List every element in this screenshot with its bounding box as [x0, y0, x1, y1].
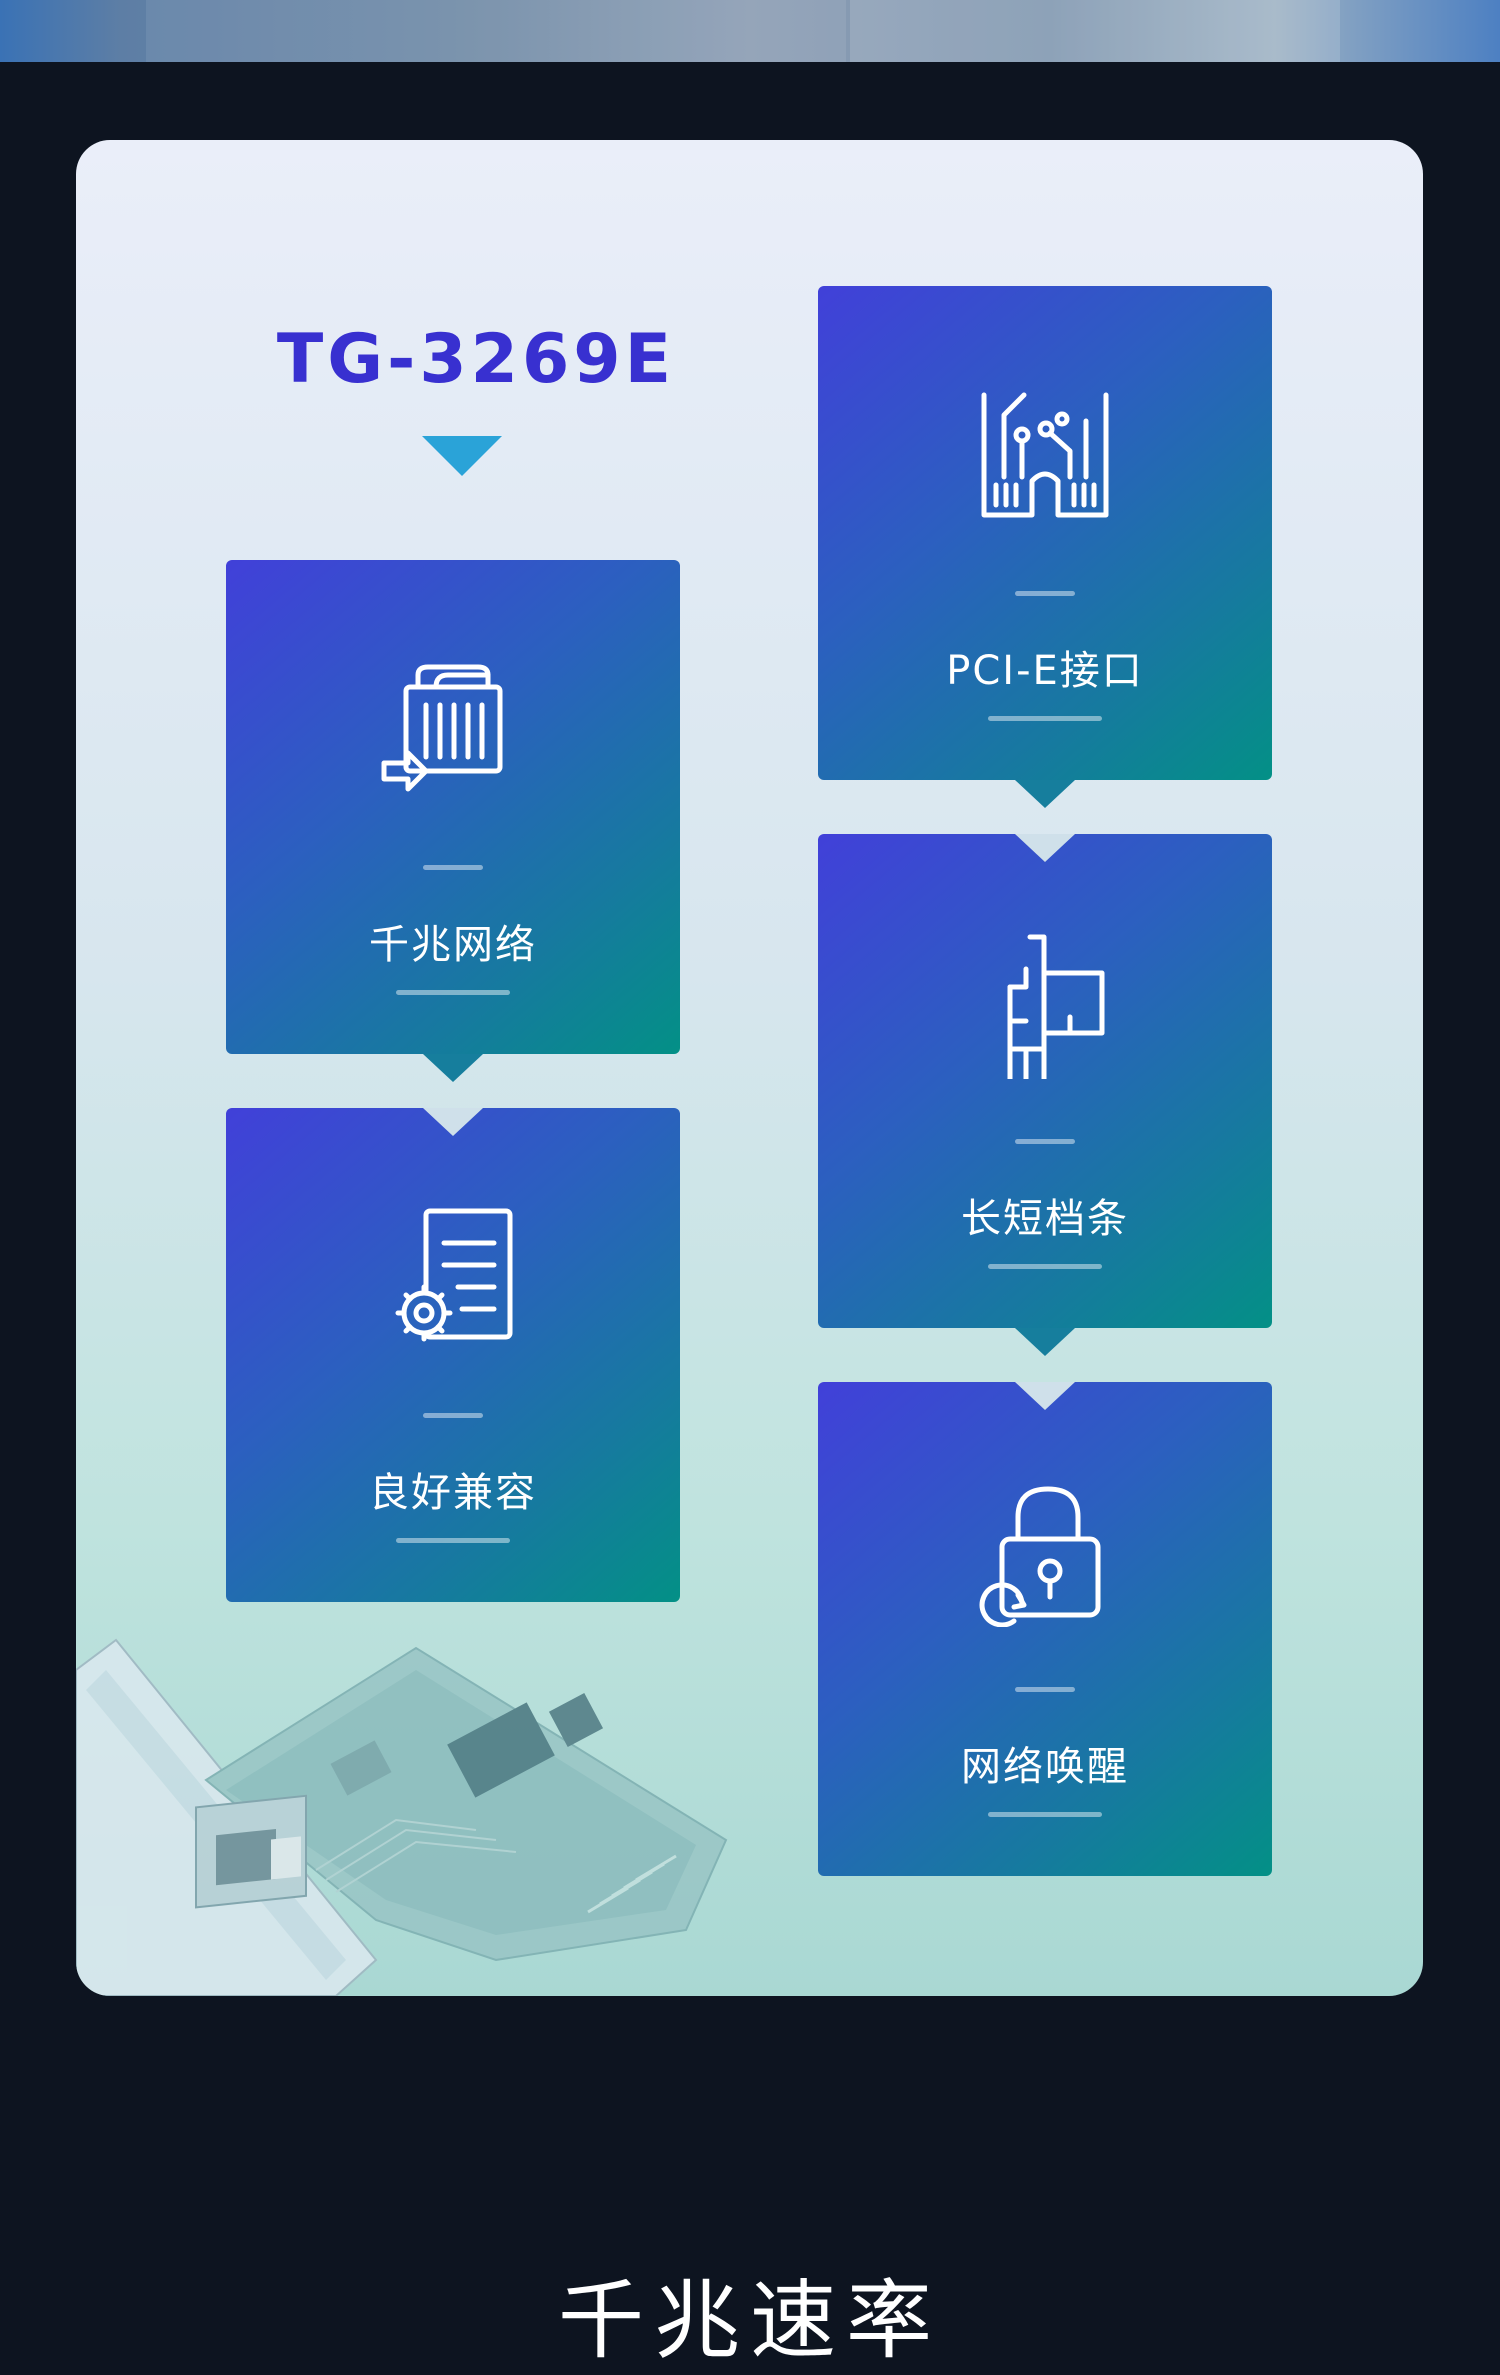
tile-underline — [988, 716, 1102, 721]
model-name: TG-3269E — [276, 320, 676, 399]
feature-label: PCI-E接口 — [946, 648, 1144, 694]
chevron-down-icon — [422, 436, 502, 476]
tile-pointer — [1015, 780, 1075, 808]
feature-label: 良好兼容 — [369, 1470, 537, 1516]
feature-tile-gigabit: 千兆网络 — [226, 560, 680, 1082]
document-gear-icon — [395, 1208, 513, 1342]
tile-pointer — [423, 1054, 483, 1082]
feature-tile-compatibility: 良好兼容 — [226, 1108, 680, 1602]
feature-card: TG-3269E 千兆网络 — [76, 140, 1423, 1996]
tile-divider — [1015, 1139, 1075, 1144]
tile-underline — [396, 1538, 510, 1543]
section-heading: 千兆速率 — [558, 2271, 942, 2371]
lock-refresh-icon — [979, 1486, 1101, 1627]
tile-underline — [396, 990, 510, 995]
tile-pointer — [1015, 1328, 1075, 1356]
tile-divider — [423, 865, 483, 870]
banner-segment — [850, 0, 1340, 62]
feature-label: 长短档条 — [961, 1196, 1129, 1242]
bracket-icon — [1007, 934, 1105, 1079]
tile-notch — [423, 1108, 483, 1136]
feature-tile-pcie: PCI-E接口 — [818, 286, 1272, 808]
tile-notch — [1015, 834, 1075, 862]
feature-tile-bracket: 长短档条 — [818, 834, 1272, 1356]
tile-divider — [423, 1413, 483, 1418]
banner-segment — [146, 0, 846, 62]
tile-underline — [988, 1812, 1102, 1817]
feature-label: 千兆网络 — [369, 922, 537, 968]
tile-notch — [1015, 1382, 1075, 1410]
tile-divider — [1015, 591, 1075, 596]
circuit-slot-icon — [981, 392, 1109, 518]
tile-underline — [988, 1264, 1102, 1269]
ethernet-port-icon — [381, 664, 503, 792]
tile-divider — [1015, 1687, 1075, 1692]
top-banner-strip — [0, 0, 1500, 62]
feature-tile-wake-on-lan: 网络唤醒 — [818, 1382, 1272, 1876]
network-card-illustration — [76, 1638, 728, 1996]
feature-label: 网络唤醒 — [961, 1744, 1129, 1790]
